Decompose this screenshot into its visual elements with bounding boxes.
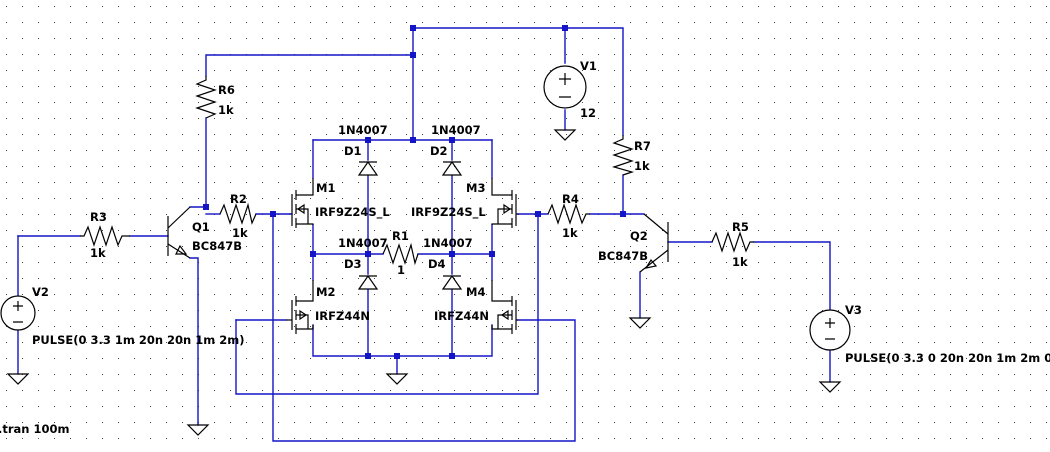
diode-d2[interactable] (441, 160, 463, 176)
v2-ref: V2 (32, 285, 49, 299)
r7-ref: R7 (634, 139, 651, 153)
d3-model: 1N4007 (338, 236, 388, 250)
diode-d3[interactable] (357, 274, 379, 290)
resistor-r1[interactable] (382, 242, 419, 266)
resistor-r5[interactable] (711, 231, 754, 253)
mosfet-m1[interactable] (291, 178, 314, 228)
voltage-source-v3[interactable] (809, 309, 851, 351)
r5-ref: R5 (732, 220, 749, 234)
m3-ref: M3 (466, 181, 485, 195)
junctions (203, 25, 626, 359)
resistor-r2[interactable] (219, 202, 257, 225)
d1-model: 1N4007 (338, 123, 388, 137)
voltage-source-v2[interactable] (0, 295, 36, 331)
m4-ref: M4 (466, 285, 485, 299)
r6-ref: R6 (218, 83, 235, 97)
m4-model: IRFZ44N (434, 309, 489, 323)
resistor-r4[interactable] (547, 203, 590, 225)
wires (17, 27, 831, 442)
mosfet-m2[interactable] (286, 280, 314, 334)
component-labels: R6 1k R7 1k R3 1k R2 1k R4 1k R5 1k R1 1… (0, 59, 1050, 436)
d2-ref: D2 (430, 144, 448, 158)
q2-ref: Q2 (630, 229, 648, 243)
mosfet-m4[interactable] (491, 280, 518, 334)
v2-value: PULSE(0 3.3 1m 20n 20n 1m 2m) (32, 333, 244, 347)
d4-ref: D4 (428, 257, 446, 271)
m1-ref: M1 (316, 181, 335, 195)
v1-ref: V1 (580, 59, 597, 73)
mosfet-m3[interactable] (491, 178, 518, 228)
resistor-r3[interactable] (80, 225, 130, 247)
r6-value: 1k (218, 103, 234, 117)
transistor-q2[interactable] (639, 213, 669, 273)
r3-ref: R3 (90, 210, 107, 224)
v3-value: PULSE(0 3.3 0 20n 20n 1m 2m 0) (845, 351, 1050, 365)
m2-model: IRFZ44N (315, 309, 370, 323)
r2-value: 1k (232, 226, 248, 240)
d2-model: 1N4007 (431, 123, 481, 137)
r1-ref: R1 (392, 229, 409, 243)
r5-value: 1k (732, 255, 748, 269)
m3-model: IRF9Z24S_L (411, 205, 486, 220)
r7-value: 1k (634, 159, 650, 173)
r4-value: 1k (562, 226, 578, 240)
m1-model: IRF9Z24S_L (315, 205, 390, 220)
d4-model: 1N4007 (423, 236, 473, 250)
m2-ref: M2 (316, 285, 335, 299)
q1-ref: Q1 (192, 220, 210, 234)
diode-d1[interactable] (357, 160, 379, 176)
d3-ref: D3 (344, 257, 362, 271)
grid-dots (6, 6, 1047, 439)
q1-model: BC847B (192, 239, 242, 253)
spice-directive: .tran 100m (0, 422, 69, 436)
r4-ref: R4 (562, 192, 579, 206)
voltage-source-v1[interactable] (543, 65, 587, 109)
resistor-r6[interactable] (195, 76, 217, 119)
ground-symbols (6, 129, 842, 436)
transistor-q1[interactable] (167, 206, 191, 259)
v1-value: 12 (580, 106, 596, 120)
d1-ref: D1 (344, 144, 362, 158)
resistor-r7[interactable] (611, 135, 635, 176)
r1-value: 1 (397, 263, 405, 277)
r3-value: 1k (90, 246, 106, 260)
q2-model: BC847B (598, 249, 648, 263)
v3-ref: V3 (845, 303, 862, 317)
diode-d4[interactable] (441, 274, 463, 290)
r2-ref: R2 (230, 192, 247, 206)
